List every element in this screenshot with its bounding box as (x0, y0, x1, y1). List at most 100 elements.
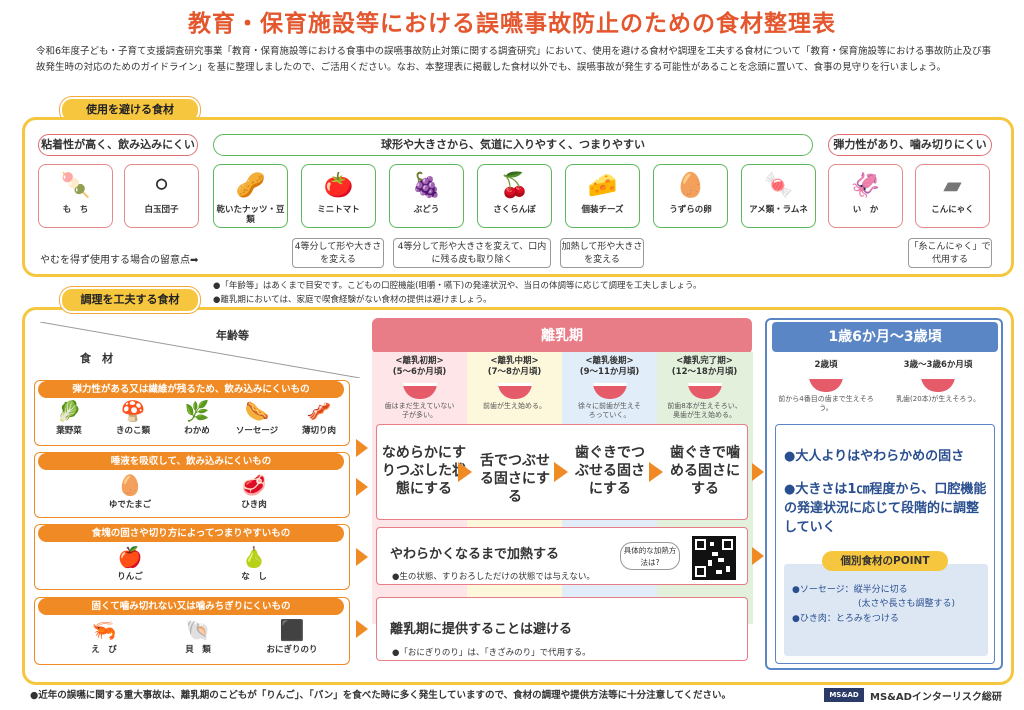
mushroom-icon: 🍄 (120, 399, 146, 423)
bullet-age: ●「年齢等」はあくまで目安です。こどもの口腔機能(咀嚼・嚥下)の発達状況や、当日… (213, 281, 702, 291)
item-leafy: 🥬葉野菜 (42, 398, 96, 436)
toddler-point2: ●大きさは1㎝程度から、口腔機能の発達状況に応じて段階的に調整していく (784, 482, 987, 535)
toddler-age2: 3歳〜3歳6か月頃 乳歯(20本)が生えそろう。 (896, 360, 980, 403)
squid-icon: 🦑 (850, 171, 881, 199)
texture-phase1: なめらかにすりつぶした状態にする (381, 445, 467, 497)
mouth-icon (402, 383, 437, 399)
phase2-info: <離乳中期> (7〜8か月頃) 前歯が生え始める。 (483, 356, 546, 410)
item-shellfish: 🐚貝 類 (158, 617, 238, 655)
item-wakame: 🌿わかめ (170, 398, 224, 436)
sausage-icon: 🌭 (244, 399, 270, 423)
item-ground-meat: 🥩ひき肉 (214, 472, 294, 510)
cherry-icon: 🍒 (499, 171, 530, 199)
heat-note: ●生の状態、すりおろしただけの状態では与えない。 (392, 572, 595, 582)
food-mochi: 🍡も ち (38, 164, 113, 228)
item-mushroom: 🍄きのこ類 (106, 398, 160, 436)
food-label: 食 材 (80, 352, 113, 365)
cat1-label: 弾力性がある又は繊維が残るため、飲み込みにくいもの (38, 381, 344, 398)
grape-icon: 🍇 (411, 171, 442, 199)
heat-main: やわらかくなるまで加熱する (390, 547, 560, 562)
food-grape: 🍇ぶどう (389, 164, 464, 228)
leafy-icon: 🥬 (56, 399, 82, 423)
arrow-cat4 (356, 620, 368, 638)
egg-icon: 🥚 (117, 473, 143, 497)
shrimp-icon: 🦐 (91, 618, 117, 642)
food-candy: 🍬アメ類・ラムネ (741, 164, 816, 228)
point-sausage: ●ソーセージ：縦半分に切る (792, 585, 908, 595)
note-minitomato: 4等分して形や大きさを変える (292, 238, 384, 268)
group-sticky: 粘着性が高く、飲み込みにくい (38, 134, 198, 156)
texture-phase2: 舌でつぶせる固さにする (479, 453, 551, 505)
candy-icon: 🍬 (763, 171, 794, 199)
item-sliced-meat: 🥓薄切り肉 (290, 398, 348, 436)
ground-meat-icon: 🥩 (241, 473, 267, 497)
item-apple: 🍎りんご (90, 544, 170, 582)
heat-box (376, 527, 748, 585)
item-boiled-egg: 🥚ゆでたまご (90, 472, 170, 510)
arrow-to-toddler (752, 463, 764, 481)
arrow-right-icon (458, 462, 472, 482)
mouth-icon (592, 383, 627, 399)
bullet-weaning: ●離乳期においては、家庭で喫食経験がない食材の提供は避けましょう。 (213, 295, 492, 305)
arrow-cat1 (356, 439, 368, 457)
food-quail-egg: 🥚うずらの卵 (653, 164, 728, 228)
cat2-label: 唾液を吸収して、飲み込みにくいもの (38, 453, 344, 470)
seaweed-icon: 🌿 (184, 399, 210, 423)
points-title: 個別食材のPOINT (822, 551, 948, 571)
mouth-icon (921, 376, 955, 392)
texture-phase3: 歯ぐきでつぶせる固さにする (575, 445, 645, 497)
food-nuts: 🥜乾いたナッツ・豆類 (213, 164, 288, 228)
footer-note: ●近年の誤嚥に関する重大事故は、離乳期のこどもが「りんご」、「パン」を食べた時に… (30, 690, 732, 701)
egg-icon: 🥚 (675, 171, 706, 199)
nori-icon: ⬛ (279, 618, 305, 642)
food-shiratama: ⚪白玉団子 (124, 164, 199, 228)
texture-phase4: 歯ぐきで噛める固さにする (670, 445, 740, 497)
cook-section-tag: 調理を工夫する食材 (60, 287, 200, 313)
company-logo-text: MS&ADインターリスク総研 (870, 692, 1002, 703)
apple-icon: 🍎 (117, 545, 143, 569)
point-groundmeat: ●ひき肉：とろみをつける (792, 614, 899, 624)
group-round: 球形や大きさから、気道に入りやすく、つまりやすい (213, 134, 813, 156)
shell-icon: 🐚 (185, 618, 211, 642)
cat4-label: 固くて噛み切れない又は噛みちぎりにくいもの (38, 598, 344, 615)
mouth-icon (497, 383, 532, 399)
avoid-weaning-main: 離乳期に提供することは避ける (390, 622, 573, 637)
point-sausage-sub: (太さや長さも調整する) (858, 599, 956, 609)
toddler-box (765, 318, 1003, 670)
arrow-right-icon (554, 462, 568, 482)
arrow-to-toddler (752, 547, 764, 565)
item-shrimp: 🦐え び (64, 617, 144, 655)
tomato-icon: 🍅 (323, 171, 354, 199)
shiratama-icon: ⚪ (151, 171, 172, 199)
avoid-weaning-box (376, 597, 748, 661)
phase1-info: <離乳初期> (5〜6か月頃) 歯はまだ生えていない子が多い。 (384, 356, 455, 419)
note-konjac: 「糸こんにゃく」で代用する (908, 238, 992, 268)
food-cheese: 🧀個装チーズ (565, 164, 640, 228)
avoid-weaning-note: ●「おにぎりのり」は、「きざみのり」で代用する。 (392, 648, 591, 658)
age-label: 年齢等 (216, 329, 249, 342)
qr-code-icon[interactable] (692, 536, 736, 580)
arrow-cat2 (356, 478, 368, 496)
item-sausage: 🌭ソーセージ (228, 398, 286, 436)
mochi-icon: 🍡 (60, 171, 91, 199)
pear-icon: 🍐 (241, 545, 267, 569)
item-pear: 🍐な し (214, 544, 294, 582)
cheese-icon: 🧀 (587, 171, 618, 199)
toddler-header: 1歳6か月〜3歳頃 (772, 322, 998, 352)
points-box (784, 564, 988, 656)
toddler-point1: ●大人よりはやわらかめの固さ (784, 449, 965, 464)
food-cherry: 🍒さくらんぼ (477, 164, 552, 228)
mouth-icon (809, 376, 843, 392)
item-nori: ⬛おにぎりのり (252, 617, 332, 655)
food-konjac: ▰こんにゃく (915, 164, 990, 228)
intro-text: 令和6年度子ども・子育て支援調査研究事業「教育・保育施設等における食事中の誤嚥事… (36, 46, 992, 73)
heat-bubble: 具体的な加熱方法は? (620, 542, 680, 570)
food-squid: 🦑い か (828, 164, 903, 228)
group-elastic: 弾力性があり、噛み切りにくい (828, 134, 992, 156)
company-logo-mark: MS&AD (824, 688, 864, 702)
note-cheese: 加熱して形や大きさを変える (560, 238, 644, 268)
cat3-label: 食塊の固さや切り方によってつまりやすいもの (38, 525, 344, 542)
mouth-icon (687, 383, 722, 399)
weaning-header: 離乳期 (372, 318, 752, 354)
nuts-icon: 🥜 (235, 171, 266, 199)
